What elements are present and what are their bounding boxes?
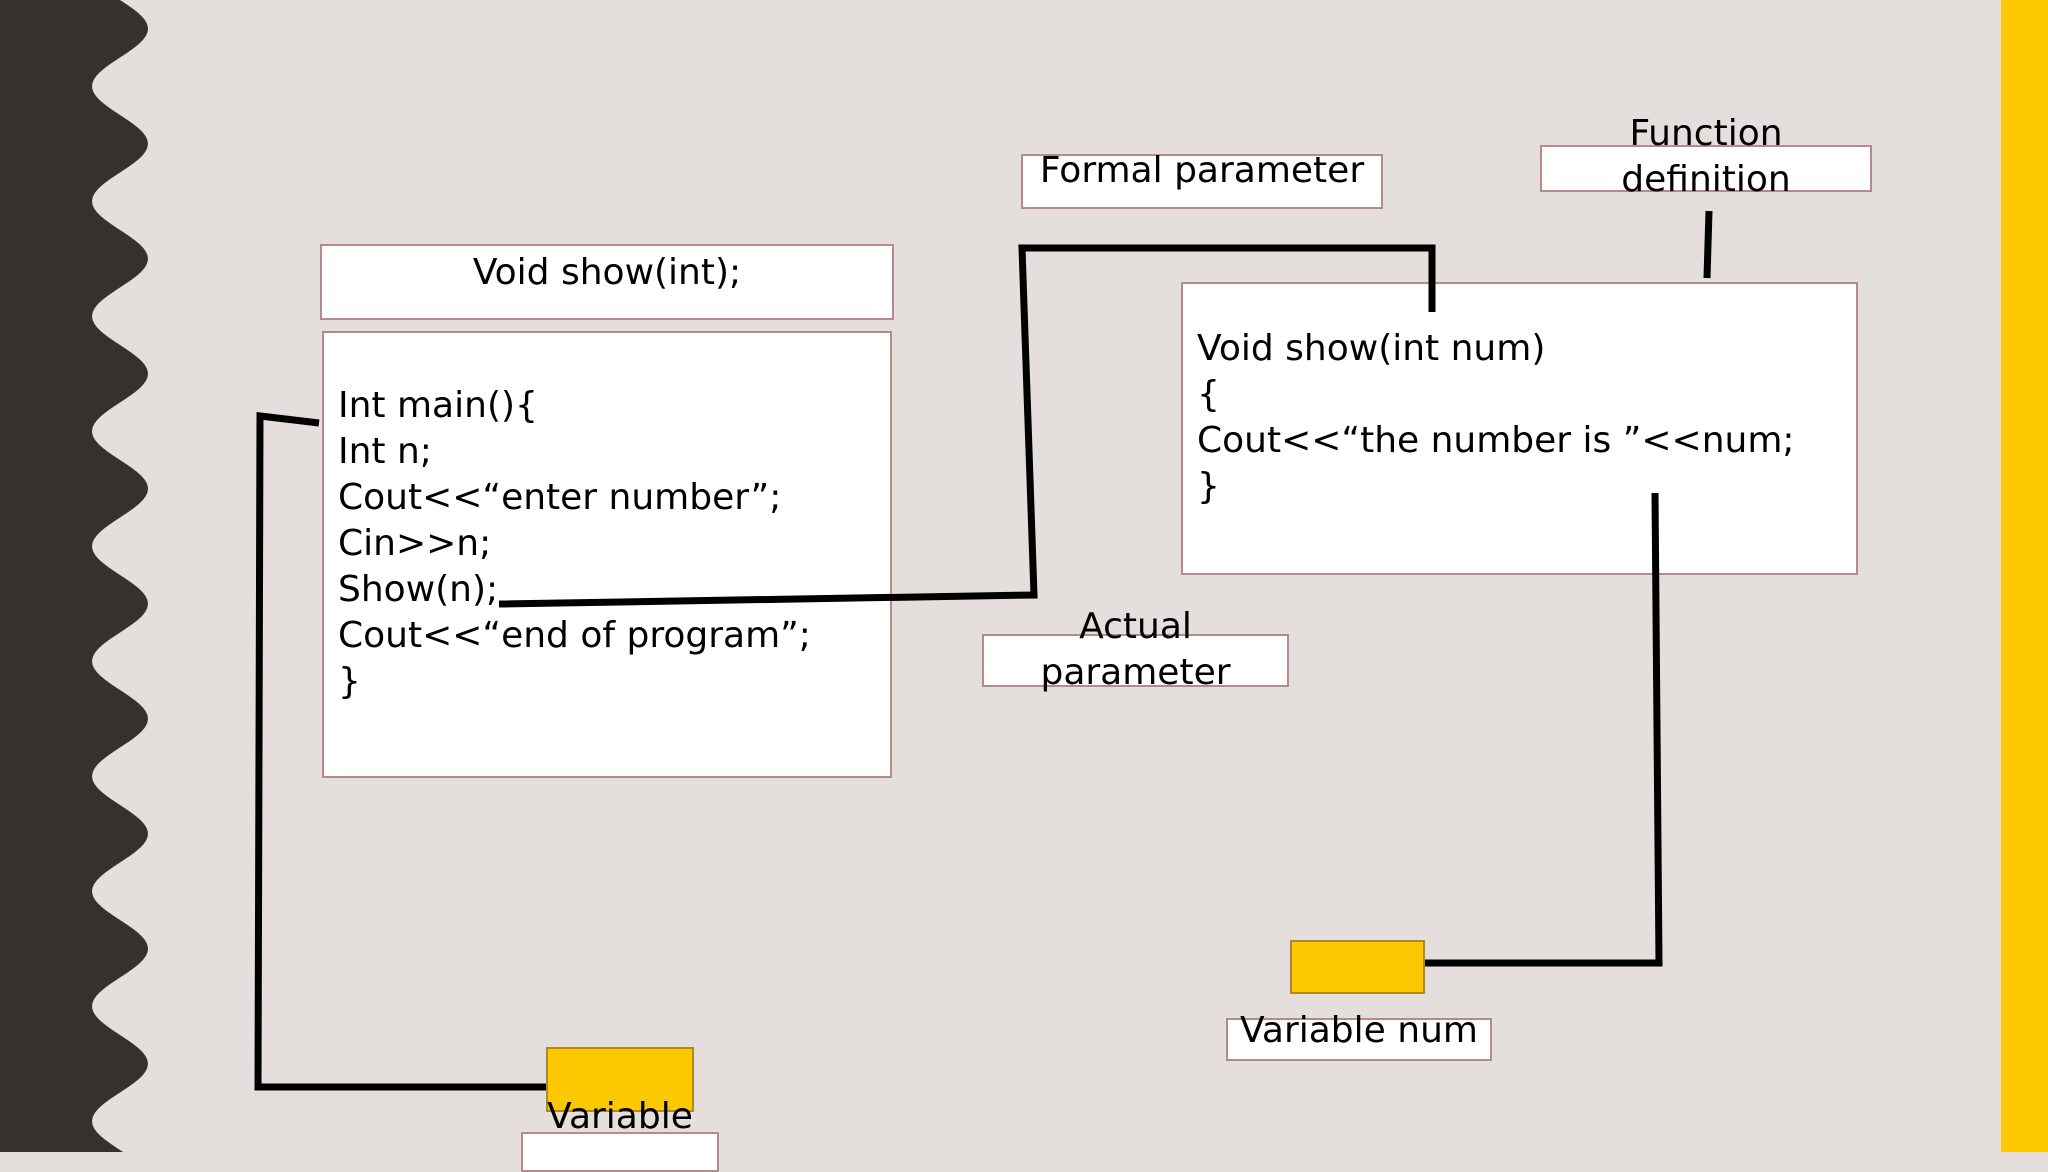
code-line: Cout<<“the number is ”<<num; [1197,420,1795,461]
actual-parameter-box [982,634,1289,687]
variable-label: Variable [547,1096,693,1137]
connector-actual-to-formal [498,244,1436,608]
variable-num-label: Variable num [1240,1010,1478,1051]
variable-num-memory-cell [1290,940,1425,994]
function-code-box: Void show(int num) { Cout<<“the number i… [1181,282,1858,575]
connector-num-to-variable [1425,492,1663,967]
prototype-label: Void show(int); [472,252,742,293]
connector-main-to-variable [254,412,546,1091]
variable-n-memory-cell [546,1047,694,1112]
code-line: Cout<<“end of program”; [338,615,811,656]
code-line: Int main(){ [338,385,538,426]
code-line: } [1197,466,1220,507]
function-code: Void show(int num) { Cout<<“the number i… [1197,326,1795,510]
code-line: Show(n); [338,569,499,610]
right-accent-stripe [2001,0,2048,1152]
code-line: Void show(int num) [1197,328,1546,369]
function-definition-label: Function definition [1621,113,1791,200]
actual-parameter-label: Actual parameter [1040,606,1231,693]
prototype-box: Void show(int); [320,244,894,320]
main-code: Int main(){ Int n; Cout<<“enter number”;… [338,383,811,705]
formal-parameter-box [1021,154,1383,209]
code-line: Cout<<“enter number”; [338,477,782,518]
function-definition-box [1540,145,1872,192]
code-line: } [338,661,361,702]
decorative-wavy-band [0,0,148,1152]
code-line: Int n; [338,431,432,472]
code-line: Cin>>n; [338,523,492,564]
main-code-box: Int main(){ Int n; Cout<<“enter number”;… [322,331,892,778]
variable-num-box [1226,1018,1492,1061]
code-line: { [1197,374,1220,415]
formal-parameter-label: Formal parameter [1039,150,1365,191]
connector-function-definition [1703,210,1713,279]
